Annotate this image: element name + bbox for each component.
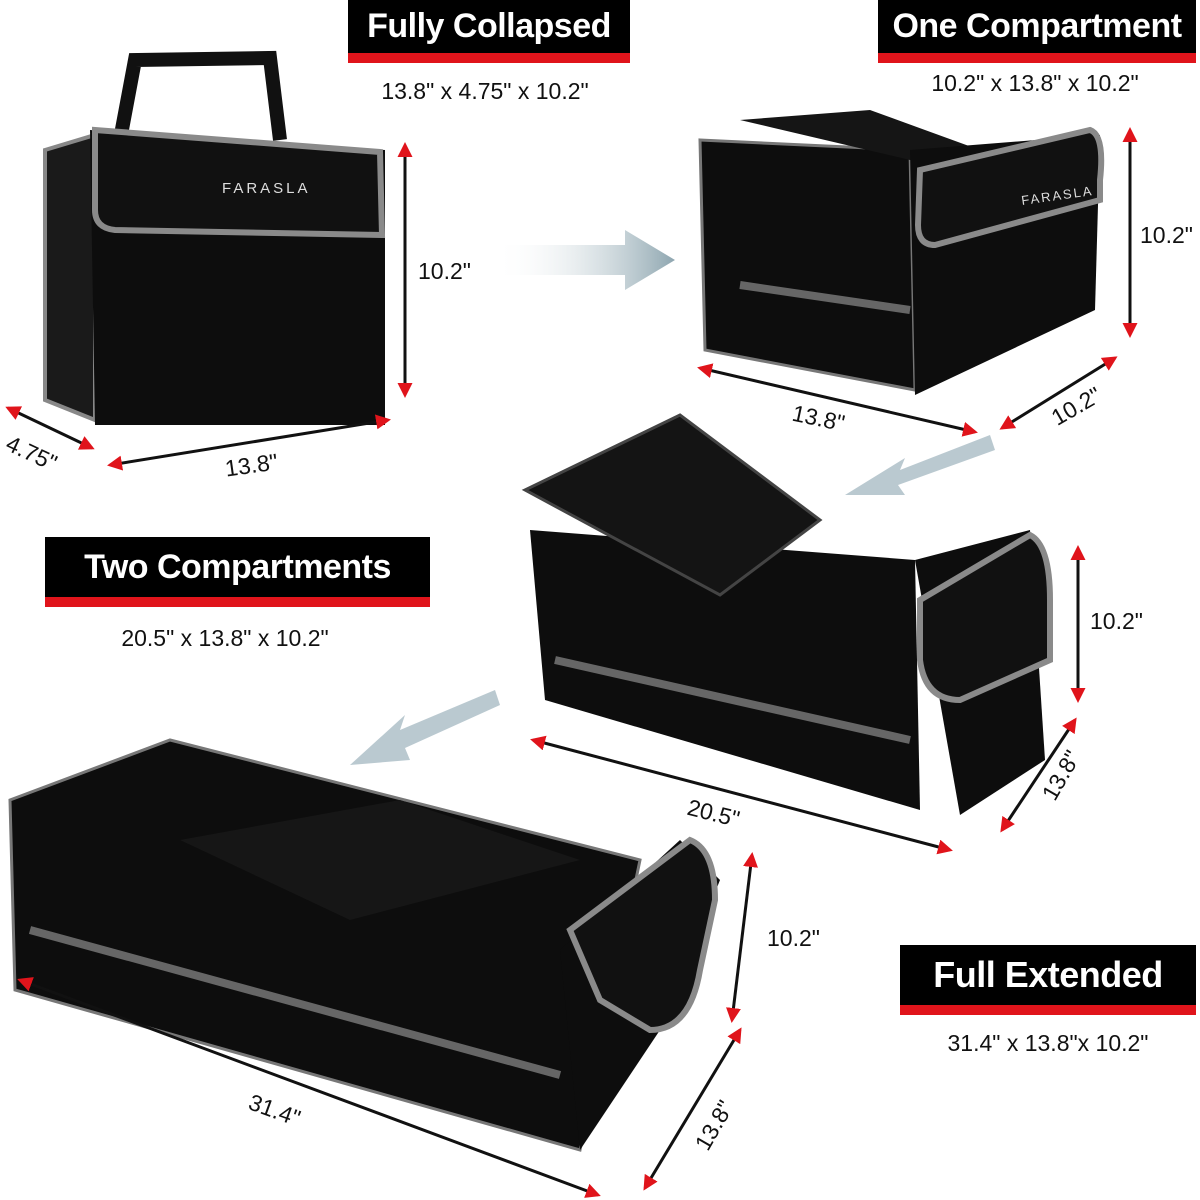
brand-logo: FARASLA bbox=[222, 180, 311, 197]
one-compartment-image: FARASLA bbox=[698, 110, 1105, 395]
size-fully-collapsed: 13.8" x 4.75" x 10.2" bbox=[381, 78, 589, 104]
dim-full-height: 10.2" bbox=[767, 925, 820, 951]
size-full-extended: 31.4" x 13.8"x 10.2" bbox=[947, 1030, 1149, 1056]
size-two-compartments: 20.5" x 13.8" x 10.2" bbox=[121, 625, 329, 651]
title-full-extended: Full Extended bbox=[900, 945, 1196, 1015]
arrow-icon bbox=[845, 435, 995, 495]
size-one-compartment: 10.2" x 13.8" x 10.2" bbox=[931, 70, 1139, 96]
collapsed-bag-image: FARASLA bbox=[43, 50, 386, 425]
dimension-lines bbox=[5, 127, 1138, 1198]
title-two-compartments: Two Compartments bbox=[45, 537, 430, 607]
two-compartments-image bbox=[521, 413, 1053, 815]
arrow-icon bbox=[495, 230, 675, 290]
title-fully-collapsed: Fully Collapsed bbox=[348, 0, 630, 63]
arrow-icon bbox=[350, 690, 500, 765]
dim-collapsed-height: 10.2" bbox=[418, 258, 471, 284]
dim-one-height: 10.2" bbox=[1140, 222, 1193, 248]
dim-two-height: 10.2" bbox=[1090, 608, 1143, 634]
flow-arrows bbox=[350, 230, 995, 765]
full-extended-image bbox=[8, 738, 720, 1152]
title-one-compartment: One Compartment bbox=[878, 0, 1196, 63]
